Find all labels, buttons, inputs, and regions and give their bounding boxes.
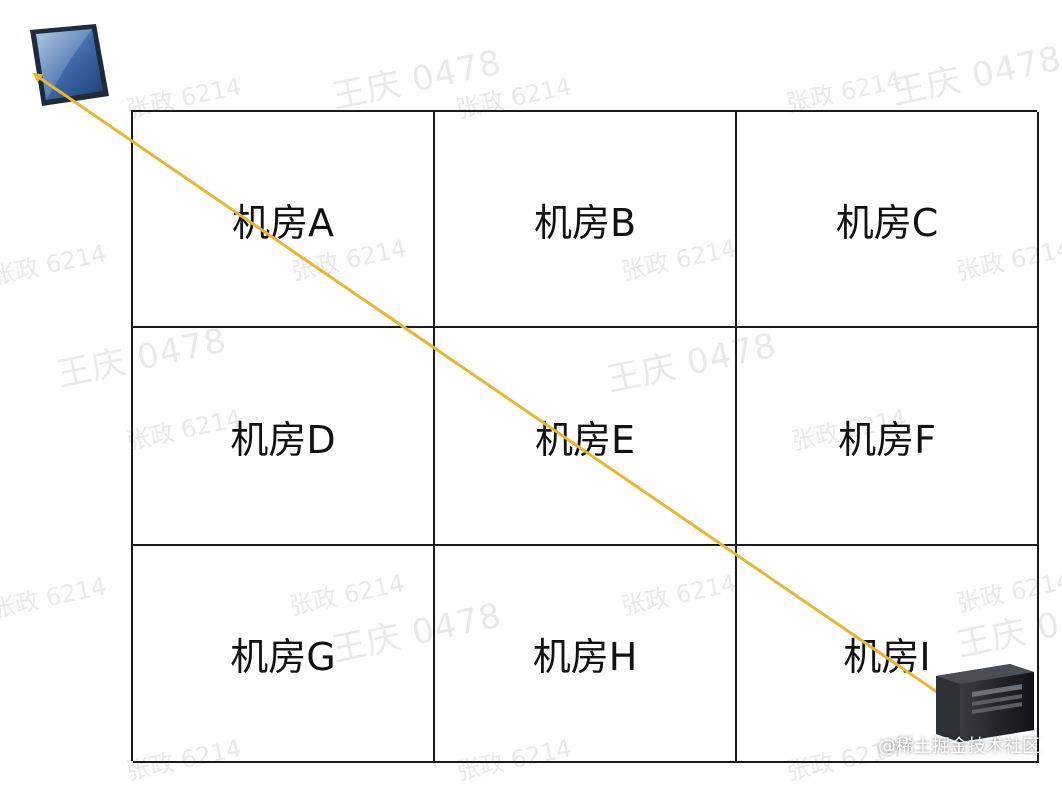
site-credit: @稀土掘金技术社区 — [878, 736, 1040, 757]
tablet-icon — [30, 24, 109, 106]
server-icon — [936, 664, 1034, 742]
connection-line — [32, 72, 974, 718]
